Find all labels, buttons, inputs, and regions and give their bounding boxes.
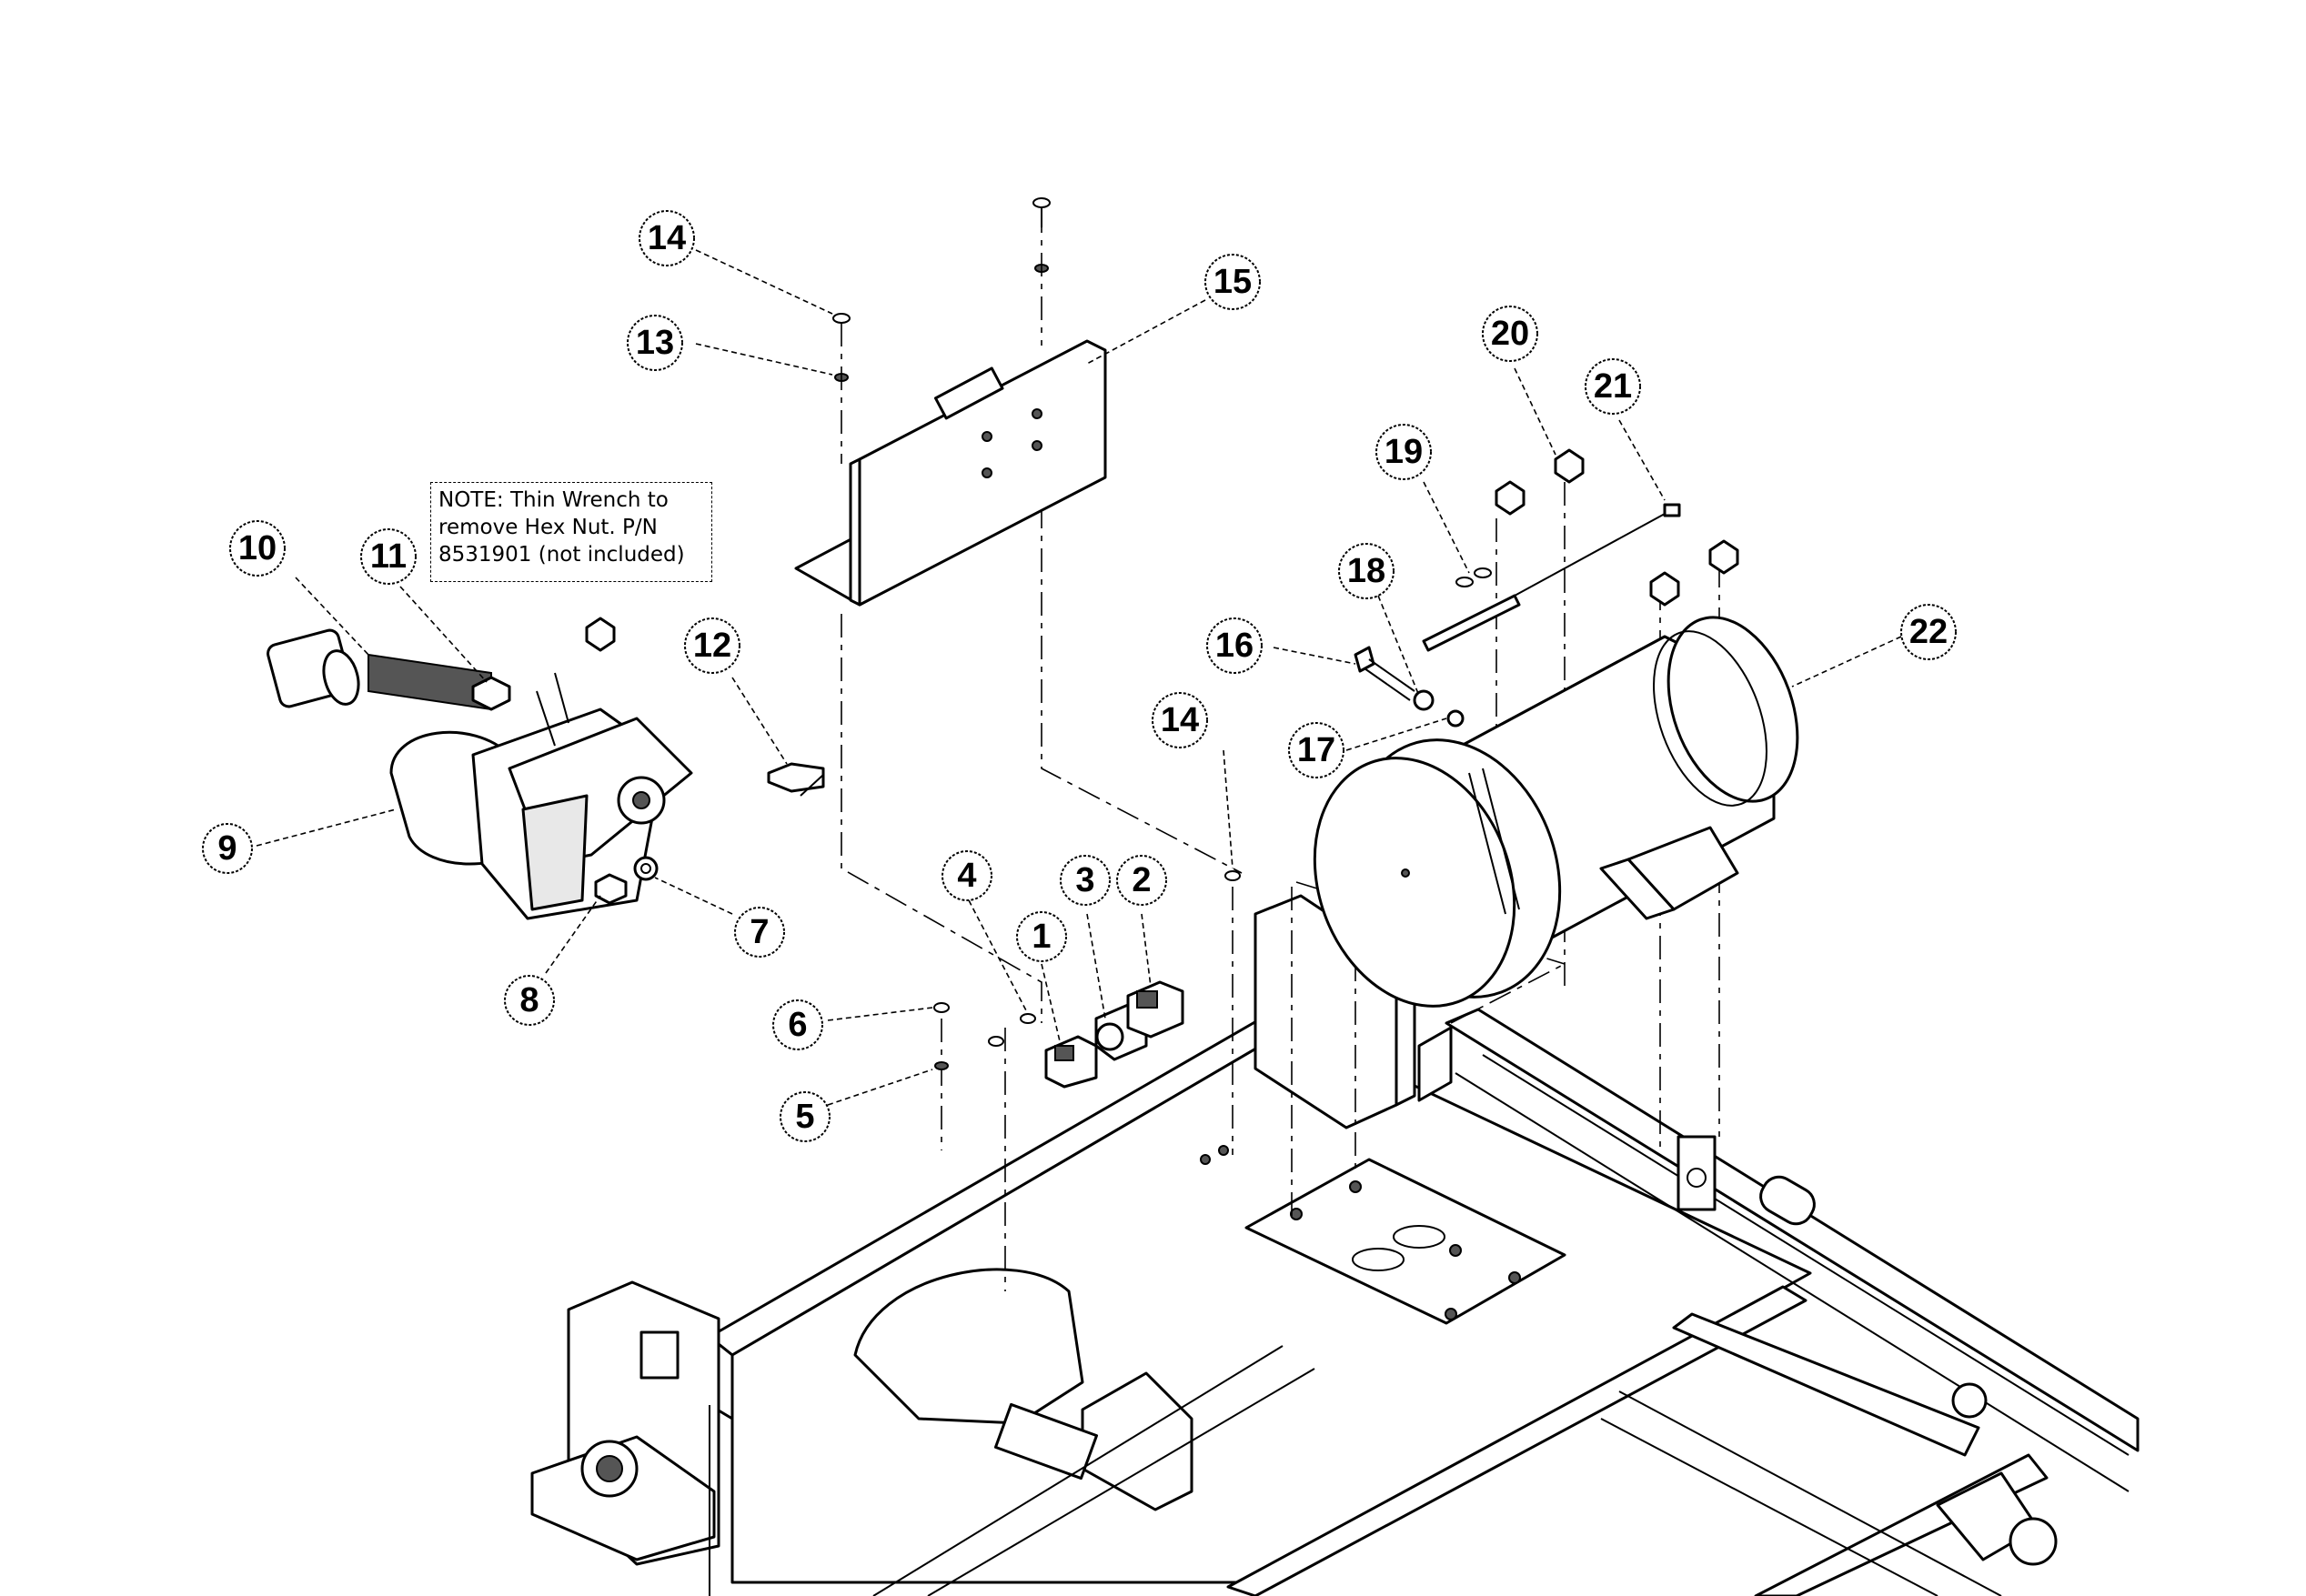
callout-6: 6: [772, 999, 823, 1050]
callout-7: 7: [734, 907, 785, 958]
callout-13-label: 13: [636, 324, 674, 362]
callout-20-label: 20: [1491, 315, 1529, 353]
callout-10: 10: [229, 520, 286, 577]
callout-22-label: 22: [1909, 613, 1948, 651]
note-line-2: remove Hex Nut. P/N: [438, 516, 658, 539]
callout-6-label: 6: [788, 1006, 807, 1044]
callout-19: 19: [1375, 424, 1432, 480]
callout-5: 5: [780, 1091, 831, 1142]
callout-12: 12: [684, 617, 740, 674]
leader-lines: [256, 249, 1902, 1106]
controller-board-15: [794, 197, 1107, 607]
callout-22: 22: [1900, 604, 1957, 660]
callout-3: 3: [1060, 855, 1111, 906]
callout-10-label: 10: [238, 529, 277, 567]
callout-21: 21: [1585, 358, 1641, 415]
callout-8: 8: [504, 975, 555, 1026]
callout-7-label: 7: [750, 913, 769, 951]
callout-18: 18: [1338, 543, 1395, 599]
callout-15-label: 15: [1213, 263, 1252, 301]
callout-12-label: 12: [693, 627, 731, 665]
callout-14-top-label: 14: [648, 219, 686, 257]
note-line-3: 8531901 (not included): [438, 543, 685, 567]
callout-1: 1: [1016, 911, 1067, 962]
callout-11: 11: [360, 528, 417, 585]
callout-14-lower-label: 14: [1161, 701, 1199, 739]
callout-19-label: 19: [1385, 433, 1423, 471]
incline-motor-9: [267, 617, 825, 920]
callout-21-label: 21: [1594, 367, 1632, 406]
frame-assembly: [530, 894, 2140, 1596]
callout-4-label: 4: [957, 857, 976, 895]
electrical-parts: [933, 870, 1241, 1089]
callout-9: 9: [202, 823, 253, 874]
callout-15: 15: [1204, 254, 1261, 310]
note-box: NOTE: Thin Wrench to remove Hex Nut. P/N…: [430, 482, 712, 582]
callout-3-label: 3: [1075, 861, 1094, 899]
callout-16-label: 16: [1215, 627, 1254, 665]
callout-18-label: 18: [1347, 552, 1385, 590]
callout-13: 13: [627, 315, 683, 371]
callout-20: 20: [1482, 306, 1538, 362]
callout-9-label: 9: [217, 829, 237, 868]
callout-14-lower: 14: [1152, 692, 1208, 748]
callout-17: 17: [1288, 722, 1344, 778]
callout-4: 4: [942, 850, 992, 901]
callout-17-label: 17: [1297, 731, 1335, 769]
callout-5-label: 5: [795, 1098, 814, 1136]
callout-16: 16: [1206, 617, 1263, 674]
callout-14-top: 14: [639, 210, 695, 266]
callout-1-label: 1: [1032, 918, 1051, 956]
callout-2-label: 2: [1132, 861, 1151, 899]
callout-8-label: 8: [519, 981, 539, 1019]
callout-11-label: 11: [370, 537, 407, 576]
drive-motor-22: [1313, 448, 1799, 1008]
note-line-1: NOTE: Thin Wrench to: [438, 488, 669, 512]
callout-2: 2: [1116, 855, 1167, 906]
